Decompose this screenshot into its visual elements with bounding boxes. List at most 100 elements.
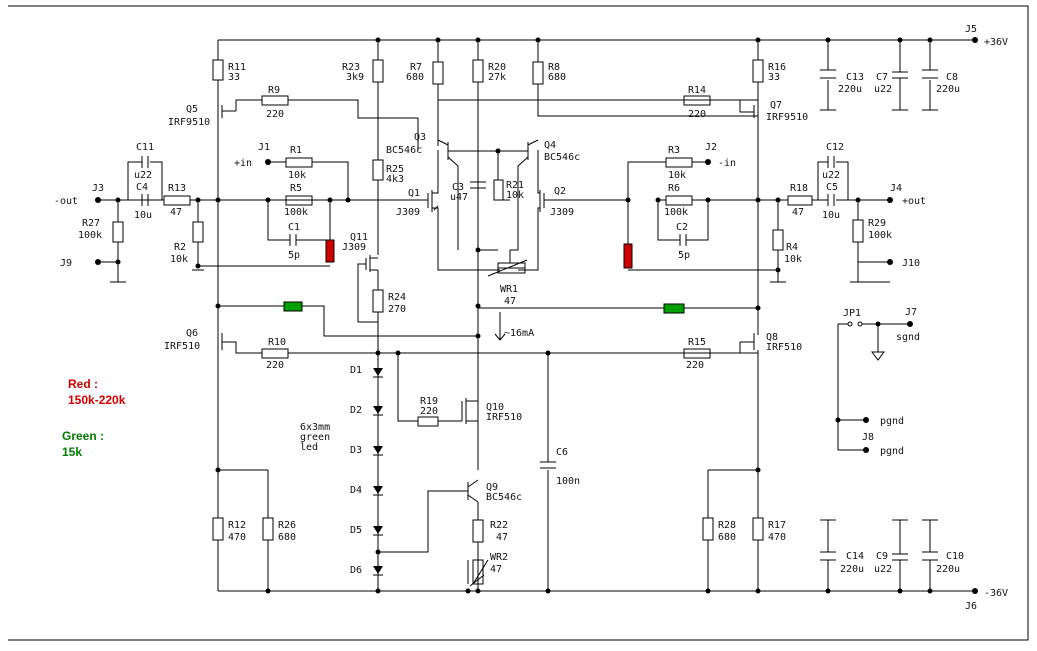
value-q1: J309 [396,207,420,218]
label-d3: D3 [350,445,362,456]
label-q5: Q5 [186,104,198,115]
resistor-r25 [372,159,384,181]
label-q9: Q9 [486,482,498,493]
label-j2-net: -in [718,158,736,169]
label-r23: R23 [342,62,360,73]
label-j10: J10 [902,258,920,269]
label-bias-current: ~16mA [504,328,534,339]
label-pgnd2: pgnd [880,446,904,457]
led-chain [373,350,383,591]
resistor-r17 [752,517,764,541]
label-c11: C11 [136,142,154,153]
label-c1: C1 [288,222,300,233]
label-q10: Q10 [486,402,504,413]
value-q4: BC546c [544,152,580,163]
value-q5: IRF9510 [168,117,210,128]
resistor-r20 [472,59,484,83]
value-r23: 3k9 [346,72,364,83]
label-j6-net: -36V [984,588,1008,599]
label-r5: R5 [290,183,302,194]
label-r27: R27 [82,218,100,229]
label-c10: C10 [946,551,964,562]
value-r1: 10k [288,170,306,181]
label-j7: J7 [905,307,917,318]
label-q3: Q3 [414,132,426,143]
label-r29: R29 [868,218,886,229]
label-d4: D4 [350,485,362,496]
label-r6: R6 [668,183,680,194]
value-r3: 10k [668,170,686,181]
red-resistor-right [623,243,633,269]
value-q3: BC546c [386,145,422,156]
value-r15: 220 [686,360,704,371]
label-j7-net: sgnd [896,332,920,343]
value-r2: 10k [170,254,188,265]
resistor-r2 [192,221,204,243]
label-r17: R17 [768,520,786,531]
label-c5: C5 [826,182,838,193]
label-r26: R26 [278,520,296,531]
value-r13: 47 [170,207,182,218]
value-c7: u22 [874,84,892,95]
resistor-r10 [261,348,289,359]
value-wr1: 47 [504,296,516,307]
value-c1: 5p [288,250,300,261]
label-r2: R2 [174,242,186,253]
value-r6: 100k [664,207,688,218]
label-r4: R4 [786,242,798,253]
value-r20: 27k [488,72,506,83]
label-r14: R14 [688,85,706,96]
value-r17: 470 [768,532,786,543]
trimmer-wr1 [497,262,526,274]
value-c3: u47 [450,192,468,203]
resistor-r26 [262,517,274,541]
label-r10: R10 [268,337,286,348]
label-q11: Q11 [350,232,368,243]
value-c14: 220u [840,564,864,575]
value-q8: IRF510 [766,342,802,353]
trimmer-wr2 [472,559,484,585]
green-resistor-right [663,303,685,314]
resistor-r24 [372,289,384,313]
resistor-r28 [702,517,714,541]
label-j1-net: +in [234,158,252,169]
resistor-r16 [752,59,764,83]
value-r26: 680 [278,532,296,543]
value-c9: u22 [874,564,892,575]
label-r15: R15 [688,337,706,348]
value-c11: u22 [134,170,152,181]
label-led-color: green [300,432,330,443]
label-wr1: WR1 [500,284,518,295]
value-r29: 100k [868,230,892,241]
value-r7: 680 [406,72,424,83]
label-q1: Q1 [408,188,420,199]
drawing-border [8,5,1029,641]
resistor-r7 [432,61,444,85]
label-led-size: 6x3mm [300,422,330,433]
label-jp1: JP1 [843,308,861,319]
label-r25: R25 [386,164,404,175]
resistor-r5 [285,195,313,206]
resistor-r19 [417,416,439,427]
label-c3: C3 [452,182,464,193]
label-d5: D5 [350,525,362,536]
label-r3: R3 [668,145,680,156]
value-c2: 5p [678,250,690,261]
value-q10: IRF510 [486,412,522,423]
value-r24: 270 [388,304,406,315]
label-led-type: led [300,442,318,453]
label-j5: J5 [965,24,977,35]
label-q6: Q6 [186,328,198,339]
value-r14: 220 [688,109,706,120]
value-r25: 4k3 [386,174,404,185]
resistor-r12 [212,517,224,541]
resistor-r29 [852,219,864,243]
value-q6: IRF510 [164,341,200,352]
resistor-r13 [163,195,191,206]
value-q2: J309 [550,207,574,218]
labels: J5 +36V -36V J6 J3 -out J4 +out J1 +in J… [54,24,1008,612]
label-r22: R22 [490,520,508,531]
value-c5: 10u [822,210,840,221]
label-j3: J3 [92,183,104,194]
